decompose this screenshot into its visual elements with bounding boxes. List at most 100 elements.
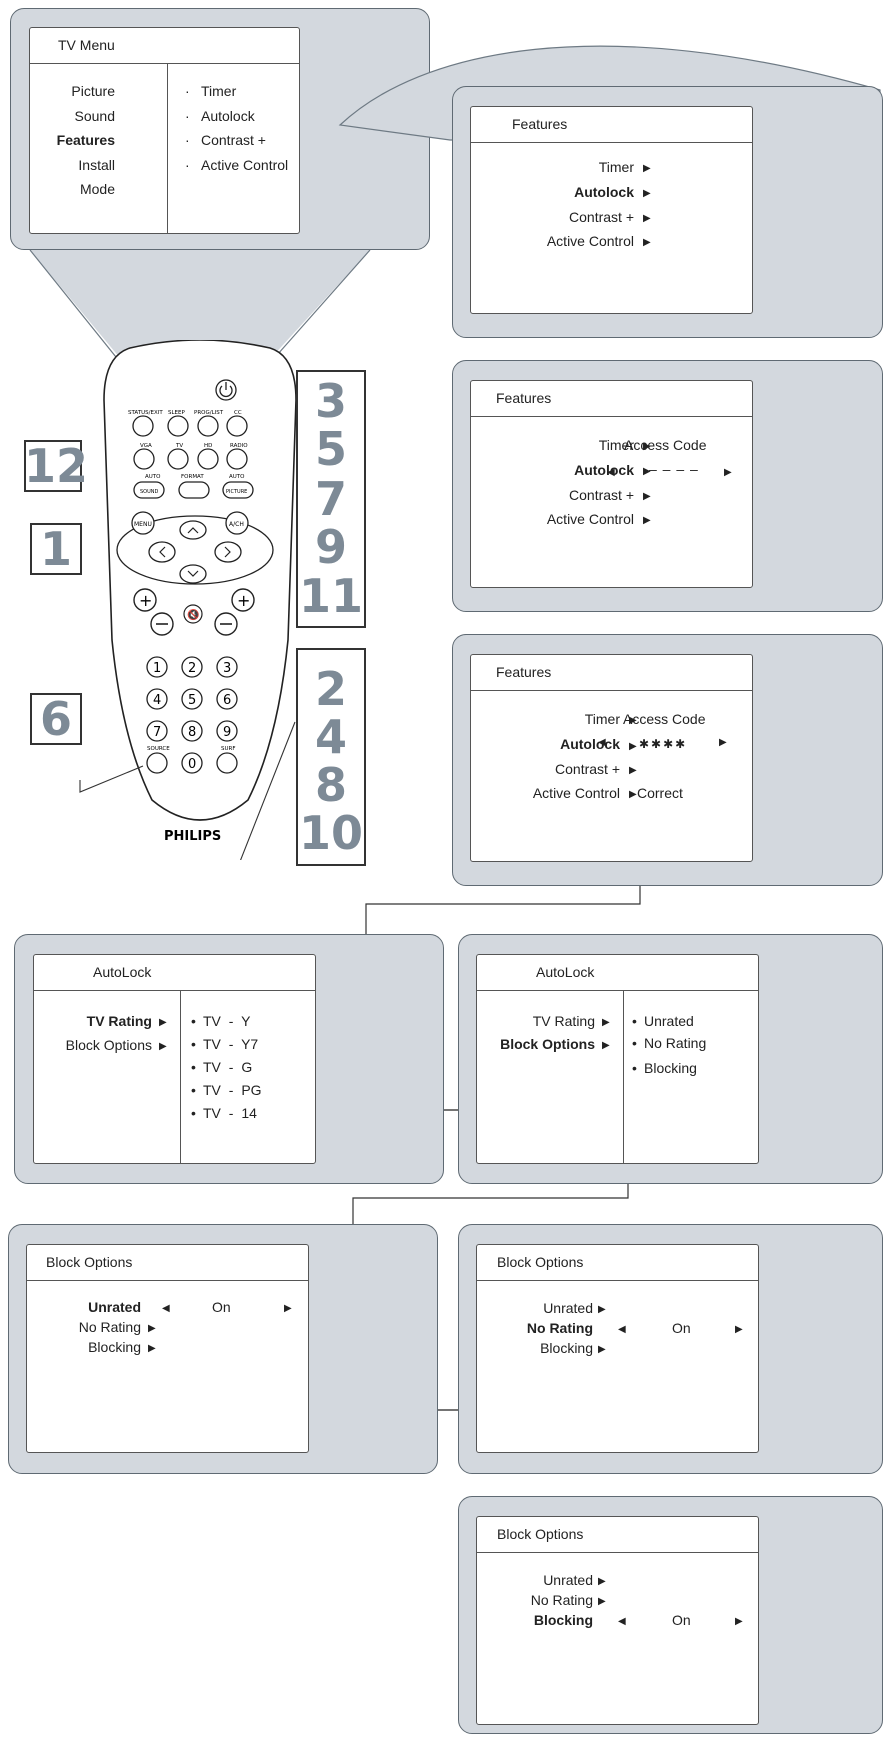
features-1-item-active-control[interactable]: Active Control [546, 233, 634, 249]
block-1-right-arrow[interactable]: ▶ [284, 1303, 292, 1314]
tv-menu-sub-timer[interactable]: Timer [201, 83, 237, 99]
tv-menu-sub-active-control[interactable]: Active Control [201, 157, 289, 173]
tv-menu-item-picture[interactable]: Picture [71, 83, 115, 99]
autolock-1-rating-14[interactable]: TV - 14 [203, 1105, 257, 1121]
plus-icon-2: + [237, 591, 250, 610]
remote-beam-left-edge [29, 249, 129, 373]
features-3-access-label: Access Code [623, 711, 706, 727]
autolock-2-option-no-rating[interactable]: No Rating [644, 1035, 707, 1051]
sound-button [133, 481, 165, 499]
features-3-access-value[interactable]: ✱✱✱✱ [639, 737, 688, 751]
tv-menu-item-install[interactable]: Install [78, 157, 115, 173]
autolock-1-title: AutoLock [93, 964, 152, 980]
autolock-1-rating-pg[interactable]: TV - PG [203, 1082, 262, 1098]
tv-button [167, 448, 189, 470]
tv-menu-bullet-2: · [185, 108, 190, 124]
block-1-title: Block Options [46, 1254, 133, 1270]
tv-menu-bullet-1: · [185, 83, 190, 99]
autolock-2-option-blocking[interactable]: Blocking [644, 1060, 697, 1076]
sleep-button [167, 415, 189, 437]
block-3-item-blocking[interactable]: Blocking [533, 1612, 593, 1628]
menu-button [131, 511, 155, 535]
features-1-item-autolock[interactable]: Autolock [574, 184, 634, 200]
features-3-item-timer[interactable]: Timer [584, 711, 620, 727]
digit-2-button [181, 656, 203, 678]
tv-menu-item-features[interactable]: Features [56, 132, 115, 148]
block-1-title-bar: Block Options [27, 1245, 308, 1281]
block-2-right-arrow[interactable]: ▶ [735, 1324, 743, 1335]
features-3-item-contrast[interactable]: Contrast + [555, 761, 620, 777]
autolock-1-rating-g[interactable]: TV - G [203, 1059, 253, 1075]
features-3-arrow-1: ▶ [629, 715, 637, 726]
block-2-value[interactable]: On [672, 1320, 691, 1336]
features-3-left-arrow[interactable]: ◀ [598, 737, 606, 748]
block-1-item-blocking[interactable]: Blocking [88, 1339, 141, 1355]
tv-menu-sub-autolock[interactable]: Autolock [201, 108, 255, 124]
block-1-value[interactable]: On [212, 1299, 231, 1315]
chevron-down-icon [187, 570, 199, 577]
tv-menu-divider [167, 63, 168, 233]
mute-icon: 🔇 [187, 608, 199, 621]
tv-menu-bullet-3: · [185, 132, 190, 148]
chevron-left-icon [159, 546, 166, 558]
block-1-item-unrated[interactable]: Unrated [88, 1299, 141, 1315]
block-2-item-blocking[interactable]: Blocking [540, 1340, 593, 1356]
digit-7-label: 7 [153, 725, 161, 740]
block-3-right-arrow[interactable]: ▶ [735, 1616, 743, 1627]
down-button [179, 564, 207, 584]
status-exit-button [132, 415, 154, 437]
features-1-arrow-2: ▶ [643, 188, 651, 199]
tv-menu-item-sound[interactable]: Sound [74, 108, 115, 124]
step-9: 9 [314, 520, 347, 574]
features-3-item-active-control[interactable]: Active Control [532, 785, 620, 801]
block-2-item-unrated[interactable]: Unrated [543, 1300, 593, 1316]
features-3-item-autolock[interactable]: Autolock [560, 736, 620, 752]
block-1-item-no-rating[interactable]: No Rating [78, 1319, 141, 1335]
features-2-item-active-control[interactable]: Active Control [546, 511, 634, 527]
features-2-left-arrow[interactable]: ◀ [607, 467, 615, 478]
prog-list-button [197, 415, 219, 437]
features-2-item-contrast[interactable]: Contrast + [569, 487, 634, 503]
picture-button [222, 481, 254, 499]
label-radio: RADIO [230, 443, 248, 449]
autolock-2-arrow-1: ▶ [602, 1017, 610, 1028]
autolock-1-item-tv-rating[interactable]: TV Rating [86, 1013, 152, 1029]
label-vga: VGA [140, 443, 152, 449]
step-4: 4 [314, 710, 347, 764]
digit-1-button [146, 656, 168, 678]
autolock-2-item-tv-rating[interactable]: TV Rating [532, 1013, 595, 1029]
features-2-access-value[interactable]: – – – – [649, 461, 699, 477]
block-screen-1: Block Options Unrated No Rating Blocking… [26, 1244, 309, 1453]
tv-menu-item-mode[interactable]: Mode [79, 181, 115, 197]
features-1-item-contrast[interactable]: Contrast + [569, 209, 634, 225]
source-button [146, 752, 168, 774]
step-right-bottom-box [296, 648, 366, 866]
features-2-right-arrow[interactable]: ▶ [724, 467, 732, 478]
block-1-left-arrow[interactable]: ◀ [162, 1303, 170, 1314]
block-3-left-arrow[interactable]: ◀ [618, 1616, 626, 1627]
step-11: 11 [298, 569, 363, 623]
features-3-right-arrow[interactable]: ▶ [719, 737, 727, 748]
features-2-item-timer[interactable]: Timer [598, 437, 634, 453]
block-3-value[interactable]: On [672, 1612, 691, 1628]
block-2-item-no-rating[interactable]: No Rating [526, 1320, 593, 1336]
tv-menu-sub-contrast[interactable]: Contrast + [201, 132, 266, 148]
autolock-2-option-unrated[interactable]: Unrated [644, 1013, 694, 1029]
channel-up-button [231, 588, 255, 612]
autolock-2-item-block-options[interactable]: Block Options [500, 1036, 595, 1052]
label-sound: SOUND [140, 489, 159, 495]
features-3-status: Correct [637, 785, 683, 801]
remote-beam [30, 250, 370, 370]
features-1-item-timer[interactable]: Timer [598, 159, 634, 175]
features-3-arrow-2: ▶ [629, 741, 637, 752]
features-2-arrow-2: ▶ [643, 466, 651, 477]
label-hd: HD [204, 443, 212, 449]
features-3-arrow-3: ▶ [629, 765, 637, 776]
features-2-item-autolock[interactable]: Autolock [574, 462, 634, 478]
autolock-1-rating-y[interactable]: TV - Y [203, 1013, 251, 1029]
autolock-1-item-block-options[interactable]: Block Options [65, 1037, 152, 1053]
block-3-item-unrated[interactable]: Unrated [543, 1572, 593, 1588]
block-2-left-arrow[interactable]: ◀ [618, 1324, 626, 1335]
block-3-item-no-rating[interactable]: No Rating [530, 1592, 593, 1608]
autolock-1-rating-y7[interactable]: TV - Y7 [203, 1036, 259, 1052]
